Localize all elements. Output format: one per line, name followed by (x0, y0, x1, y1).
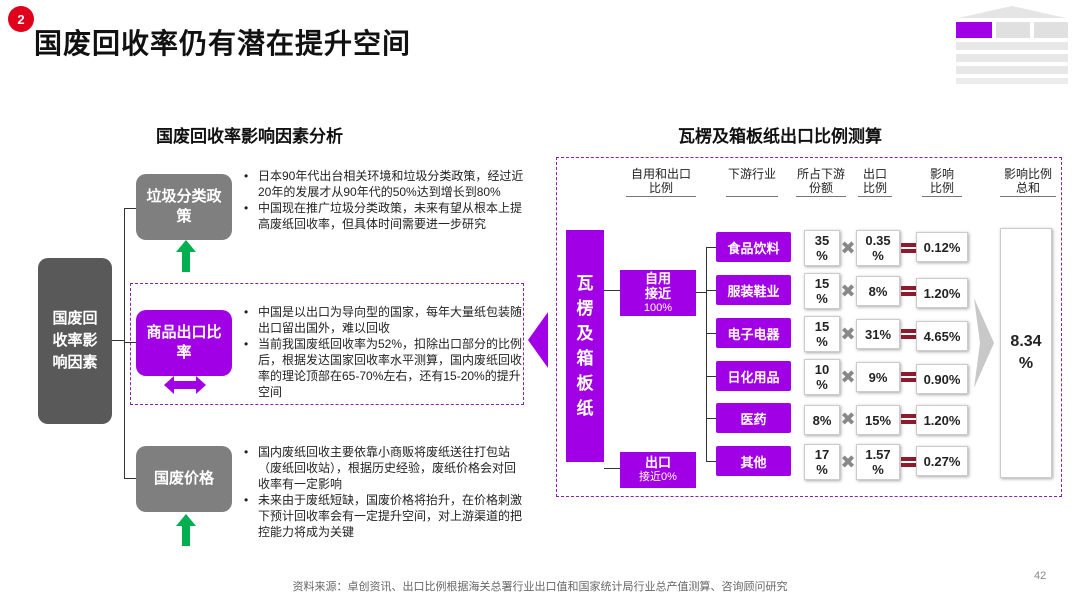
column-header: 影响比例 (929, 167, 954, 195)
bullet-item: 当前我国废纸回收率为52%，扣除出口部分的比例后，根据发达国家回收率水平测算，国… (242, 336, 524, 400)
share-value: 15 % (804, 273, 840, 309)
factor-bullets-domestic-price: 国内废纸回收主要依靠小商贩将废纸送往打包站（废纸回收站），根据历史经验，废纸价格… (242, 444, 524, 540)
page-title: 国废回收率仍有潜在提升空间 (34, 28, 412, 59)
header-underline (726, 196, 778, 197)
impact-value: 4.65% (916, 321, 968, 351)
share-value: 35 % (804, 230, 840, 266)
factor-box-garbage-sorting: 垃圾分类政策 (136, 174, 232, 240)
bullet-item: 国内废纸回收主要依靠小商贩将废纸送往打包站（废纸回收站），根据历史经验，废纸价格… (242, 444, 524, 492)
source-note: 资料来源：卓创资讯、出口比例根据海关总署行业出口值和国家统计局行业总产值测算、咨… (292, 581, 788, 593)
left-pointing-arrow-icon (528, 312, 548, 368)
up-arrow-green-icon (176, 514, 196, 546)
category-box: 服装鞋业 (716, 275, 791, 305)
tree-connector (124, 478, 136, 479)
tree-connector (706, 290, 716, 291)
total-impact-value: 8.34 % (1000, 228, 1052, 478)
bullet-item: 中国是以出口为导向型的国家，每年大量纸包装随出口留出国外，难以回收 (242, 304, 524, 336)
header-underline (796, 196, 846, 197)
right-section-title: 瓦楞及箱板纸出口比例测算 (678, 127, 882, 146)
column-header: 影响比例总和 (1003, 167, 1052, 195)
header-underline (1000, 196, 1056, 197)
multiply-icon: ✖ (840, 281, 856, 301)
bullet-item: 未来由于废纸短缺，国废价格将抬升，在价格刺激下预计回收率会有一定提升空间，对上游… (242, 492, 524, 540)
equals-icon (901, 413, 916, 425)
column-header: 出口比例 (862, 167, 887, 195)
tree-connector (706, 376, 716, 377)
impact-value: 0.12% (916, 232, 968, 262)
column-header: 所占下游份额 (796, 167, 845, 195)
column-header: 下游行业 (727, 167, 776, 181)
building-decoration-icon (956, 6, 1068, 84)
self-use-box: 自用 接近 100% (620, 270, 696, 316)
export-label: 出口 (644, 455, 671, 470)
root-factor-box: 国废回收率影响因素 (38, 258, 112, 424)
multiply-icon: ✖ (840, 367, 856, 387)
chevron-right-icon (974, 298, 994, 388)
share-value: 15 % (804, 316, 840, 352)
tree-connector (706, 461, 716, 462)
tree-connector (706, 333, 716, 334)
equals-icon (901, 456, 916, 468)
category-box: 日化用品 (716, 361, 791, 391)
impact-value: 1.20% (916, 278, 968, 308)
factor-bullets-export-ratio: 中国是以出口为导向型的国家，每年大量纸包装随出口留出国外，难以回收 当前我国废纸… (242, 304, 524, 400)
export-ratio-value: 1.57 % (856, 444, 900, 480)
tree-connector (604, 468, 620, 469)
up-arrow-green-icon (176, 240, 196, 272)
factor-box-domestic-price: 国废价格 (136, 446, 232, 512)
export-ratio-value: 8% (856, 276, 900, 306)
tree-connector (706, 247, 707, 461)
self-use-pct: 100% (643, 301, 673, 314)
category-box: 食品饮料 (716, 232, 791, 262)
export-sub: 接近0% (639, 471, 677, 483)
calculation-frame (556, 157, 1062, 497)
tree-connector (112, 340, 124, 341)
share-value: 8% (804, 405, 840, 435)
tree-connector (124, 208, 136, 209)
factor-bullets-garbage-sorting: 日本90年代出台相关环境和垃圾分类政策，经过近20年的发展才从90年代的50%达… (242, 168, 524, 232)
equals-icon (901, 285, 916, 297)
factor-box-export-ratio: 商品出口比率 (136, 310, 232, 376)
tree-connector (706, 247, 716, 248)
share-value: 17 % (804, 444, 840, 480)
export-ratio-value: 31% (856, 319, 900, 349)
export-ratio-value: 9% (856, 362, 900, 392)
export-ratio-value: 15% (856, 405, 900, 435)
bullet-item: 中国现在推广垃圾分类政策，未来有望从根本上提高废纸回收率，但具体时间需要进一步研… (242, 200, 524, 232)
multiply-icon: ✖ (840, 409, 856, 429)
slide-number: 42 (1034, 570, 1047, 582)
multiply-icon: ✖ (840, 452, 856, 472)
header-underline (922, 196, 962, 197)
self-use-label: 自用 (644, 270, 671, 286)
tree-connector (696, 292, 706, 293)
bullet-item: 日本90年代出台相关环境和垃圾分类政策，经过近20年的发展才从90年代的50%达… (242, 168, 524, 200)
page-number-badge: 2 (8, 6, 34, 32)
column-header: 自用和出口比例 (630, 167, 691, 195)
header-underline (626, 196, 696, 197)
export-box: 出口 接近0% (620, 452, 696, 488)
tree-connector (706, 418, 716, 419)
impact-value: 1.20% (916, 405, 968, 435)
equals-icon (901, 371, 916, 383)
category-box: 其他 (716, 446, 791, 476)
left-section-title: 国废回收率影响因素分析 (156, 127, 343, 146)
share-value: 10 % (804, 359, 840, 395)
impact-value: 0.90% (916, 364, 968, 394)
tree-connector (604, 290, 620, 291)
category-box: 医药 (716, 403, 791, 433)
impact-value: 0.27% (916, 446, 968, 476)
header-underline (858, 196, 892, 197)
multiply-icon: ✖ (840, 238, 856, 258)
category-box: 电子电器 (716, 318, 791, 348)
export-ratio-value: 0.35 % (856, 230, 900, 266)
double-arrow-icon (164, 376, 206, 394)
equals-icon (901, 242, 916, 254)
self-use-sub: 接近 (644, 285, 671, 301)
tree-connector (124, 208, 125, 478)
equals-icon (901, 328, 916, 340)
multiply-icon: ✖ (840, 324, 856, 344)
product-box-corrugated: 瓦楞及箱板纸 (566, 230, 604, 462)
